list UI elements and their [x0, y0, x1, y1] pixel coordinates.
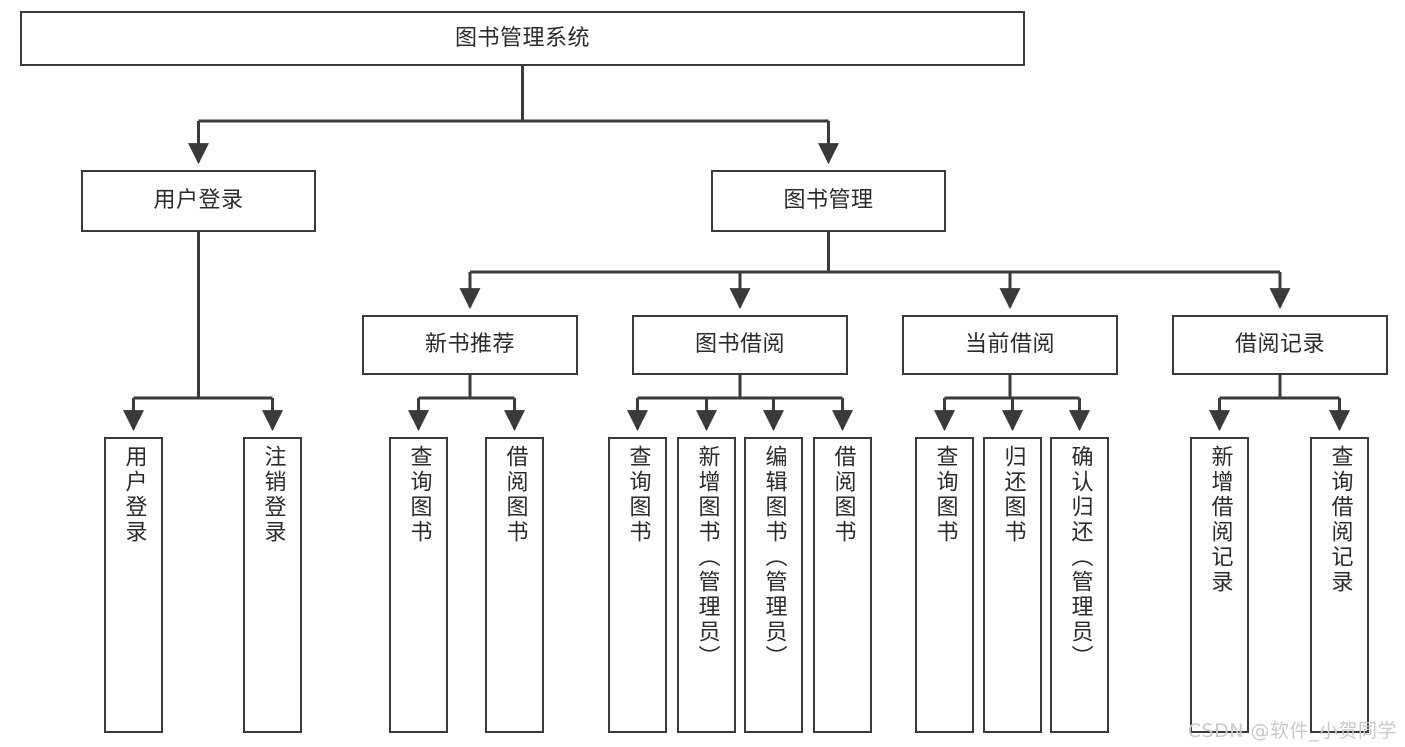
leaf-confirm-return-admin[interactable]: 确认归还（管理员） [1050, 437, 1109, 733]
leaf-logout-label: 注销登录 [260, 445, 286, 545]
csdn-watermark: CSDN @软件_小贺同学 [1187, 720, 1397, 742]
node-borrow-record-label: 借阅记录 [1234, 332, 1325, 358]
leaf-user-login[interactable]: 用户登录 [104, 437, 163, 733]
leaf-edit-book-admin[interactable]: 编辑图书（管理员） [744, 437, 803, 733]
leaf-borrow-book-recommend-label: 借阅图书 [502, 445, 528, 545]
node-new-book-recommend-label: 新书推荐 [424, 332, 515, 358]
node-book-management-label: 图书管理 [783, 188, 874, 214]
node-root-label: 图书管理系统 [454, 25, 590, 51]
leaf-query-book-borrow-label: 查询图书 [625, 445, 651, 545]
leaf-add-borrow-record-label: 新增借阅记录 [1207, 445, 1233, 595]
leaf-logout[interactable]: 注销登录 [243, 437, 302, 733]
leaf-edit-book-admin-label: 编辑图书（管理员） [761, 445, 787, 670]
node-new-book-recommend[interactable]: 新书推荐 [362, 315, 578, 375]
leaf-add-book-admin[interactable]: 新增图书（管理员） [677, 437, 736, 733]
leaf-query-book-current[interactable]: 查询图书 [915, 437, 974, 733]
leaf-query-book-borrow[interactable]: 查询图书 [608, 437, 667, 733]
leaf-return-book[interactable]: 归还图书 [983, 437, 1042, 733]
leaf-query-borrow-record-label: 查询借阅记录 [1327, 445, 1353, 595]
leaf-borrow-book-label: 借阅图书 [830, 445, 856, 545]
leaf-query-book-recommend-label: 查询图书 [406, 445, 432, 545]
node-user-login[interactable]: 用户登录 [81, 170, 316, 232]
leaf-user-login-label: 用户登录 [121, 445, 147, 545]
node-current-borrow[interactable]: 当前借阅 [902, 315, 1118, 375]
node-book-management[interactable]: 图书管理 [711, 170, 946, 232]
leaf-query-book-current-label: 查询图书 [932, 445, 958, 545]
node-current-borrow-label: 当前借阅 [964, 332, 1055, 358]
leaf-add-book-admin-label: 新增图书（管理员） [694, 445, 720, 670]
leaf-confirm-return-admin-label: 确认归还（管理员） [1067, 445, 1093, 670]
leaf-return-book-label: 归还图书 [1000, 445, 1026, 545]
leaf-add-borrow-record[interactable]: 新增借阅记录 [1190, 437, 1249, 733]
node-root[interactable]: 图书管理系统 [20, 11, 1025, 66]
node-user-login-label: 用户登录 [153, 188, 244, 214]
leaf-borrow-book[interactable]: 借阅图书 [813, 437, 872, 733]
node-book-borrow[interactable]: 图书借阅 [632, 315, 848, 375]
leaf-borrow-book-recommend[interactable]: 借阅图书 [485, 437, 544, 733]
node-book-borrow-label: 图书借阅 [694, 332, 785, 358]
leaf-query-book-recommend[interactable]: 查询图书 [389, 437, 448, 733]
node-borrow-record[interactable]: 借阅记录 [1172, 315, 1388, 375]
leaf-query-borrow-record[interactable]: 查询借阅记录 [1310, 437, 1369, 733]
